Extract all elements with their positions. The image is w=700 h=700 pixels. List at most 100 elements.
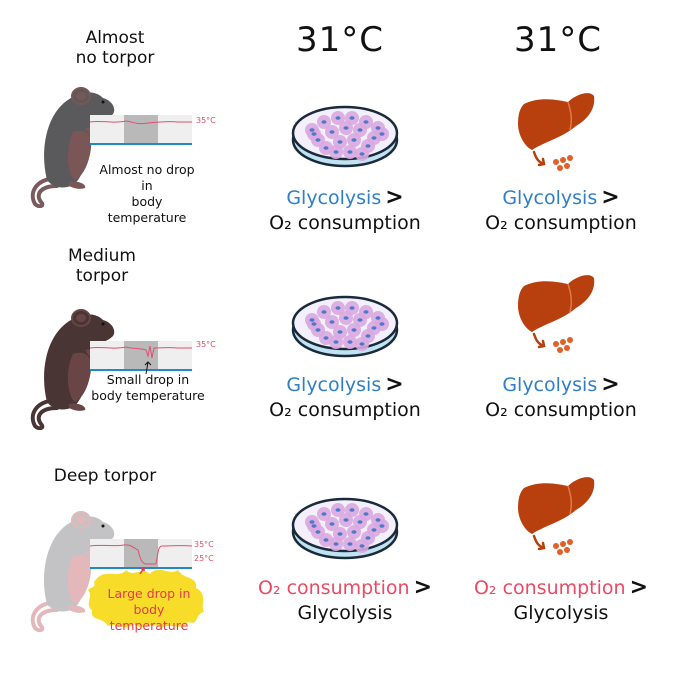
cell-nucleus [337,532,343,536]
cell-nucleus [371,326,377,330]
cells-temperature-header: 31°C [295,20,384,60]
torpor-period-shading [124,115,158,143]
comparison-first: Glycolysis [502,187,598,209]
cell-nucleus [321,512,327,516]
liver-shape [518,477,595,534]
cell-nucleus [357,128,363,132]
comparison-second: Glycolysis [513,602,609,624]
cell-nucleus [329,320,335,324]
cell-nucleus [349,508,355,512]
cell-nucleus [315,138,321,142]
glucose-dot [567,155,573,161]
cell-nucleus [323,336,329,340]
mouse-ear-inner [76,516,86,524]
row-title-line2: torpor [75,266,129,286]
row-title: Medium torpor [27,246,177,286]
caption-line2: body temperature [109,602,189,633]
body-temperature-graph [89,115,192,145]
cell-nucleus [311,132,317,136]
cell-nucleus [359,342,365,346]
arrow-icon [532,534,546,551]
glucose-dot [567,337,573,343]
mouse-belly [67,352,92,402]
glucose-dot [567,539,573,545]
arrow-icon [532,150,546,167]
cell-nucleus [335,306,341,310]
graph-label-35: 35°C [196,116,216,125]
cell-nucleus [343,126,349,130]
greater-than-icon: > [601,185,620,210]
liver-temperature-header: 31°C [513,20,602,60]
cell-nucleus [309,520,315,524]
mouse-eye [101,100,105,104]
liver-lobe-line [567,283,573,313]
glucose-dot [557,549,563,555]
cell-nucleus [315,328,321,332]
arrow-icon [144,361,152,375]
glucose-dot [553,543,559,549]
cells-comparison: O₂ consumption> Glycolysis [250,576,440,626]
glucose-dot [557,165,563,171]
cells-comparison: Glycolysis> O₂ consumption [250,373,440,423]
cell-nucleus [379,132,385,136]
caption-line1: Large drop in [107,586,191,601]
glucose-dot [560,541,566,547]
liver-icon [518,93,595,171]
torpor-period-shading [124,539,158,567]
cell-nucleus [329,522,335,526]
comparison-second: O₂ consumption [269,399,421,421]
row-title: Almost no torpor [40,28,190,68]
row-title-line1: Deep torpor [53,466,157,486]
row-title-line1: Medium [68,246,136,266]
caption-line1: Small drop in [106,372,190,387]
row-title-line2: no torpor [75,48,155,68]
graph-label-35: 35°C [196,340,216,349]
cell-nucleus [333,150,339,154]
cell-nucleus [329,130,335,134]
cell-nucleus [351,328,357,332]
liver-lobe-line [567,485,573,515]
liver-shape [518,275,595,332]
cell-nucleus [359,152,365,156]
highlight-burst-shape [88,569,204,628]
temperature-trace [89,120,192,125]
temperature-trace [89,345,192,359]
arrow-icon [532,332,546,349]
cell-nucleus [311,322,317,326]
cell-nucleus [375,126,381,130]
cell-nucleus [309,318,315,322]
mouse-foot [69,605,86,613]
tail [30,176,59,208]
cell-nucleus [321,120,327,124]
glucose-dot [564,345,570,351]
glucose-dot [553,159,559,165]
cell-nucleus [323,538,329,542]
greater-than-icon: > [629,575,649,600]
cell-nucleus [335,508,341,512]
cells-comparison: Glycolysis> O₂ consumption [250,186,440,236]
glucose-dot [560,339,566,345]
liver-lobe-line [567,101,573,131]
cell-nucleus [337,330,343,334]
glucose-dot [560,157,566,163]
cell-nucleus [309,128,315,132]
caption-line2: body temperature [91,388,205,403]
cell-nucleus [321,310,327,314]
cell-nucleus [333,340,339,344]
comparison-first: O₂ consumption [257,577,410,599]
glucose-dot [557,347,563,353]
cell-nucleus [347,542,353,546]
mouse-ear-inner [76,314,86,322]
mouse-belly [67,130,92,180]
cell-nucleus [333,542,339,546]
cell-nucleus [371,136,377,140]
temperature-trace [89,544,193,565]
liver-comparison: O₂ consumption> Glycolysis [466,576,656,626]
row-title: Deep torpor [30,466,180,486]
glucose-dot [564,163,570,169]
comparison-first: Glycolysis [502,374,598,396]
liver-comparison: Glycolysis> O₂ consumption [466,186,656,236]
cell-nucleus [351,138,357,142]
liver-shape [518,93,595,150]
mouse-ear-inner [76,92,86,100]
